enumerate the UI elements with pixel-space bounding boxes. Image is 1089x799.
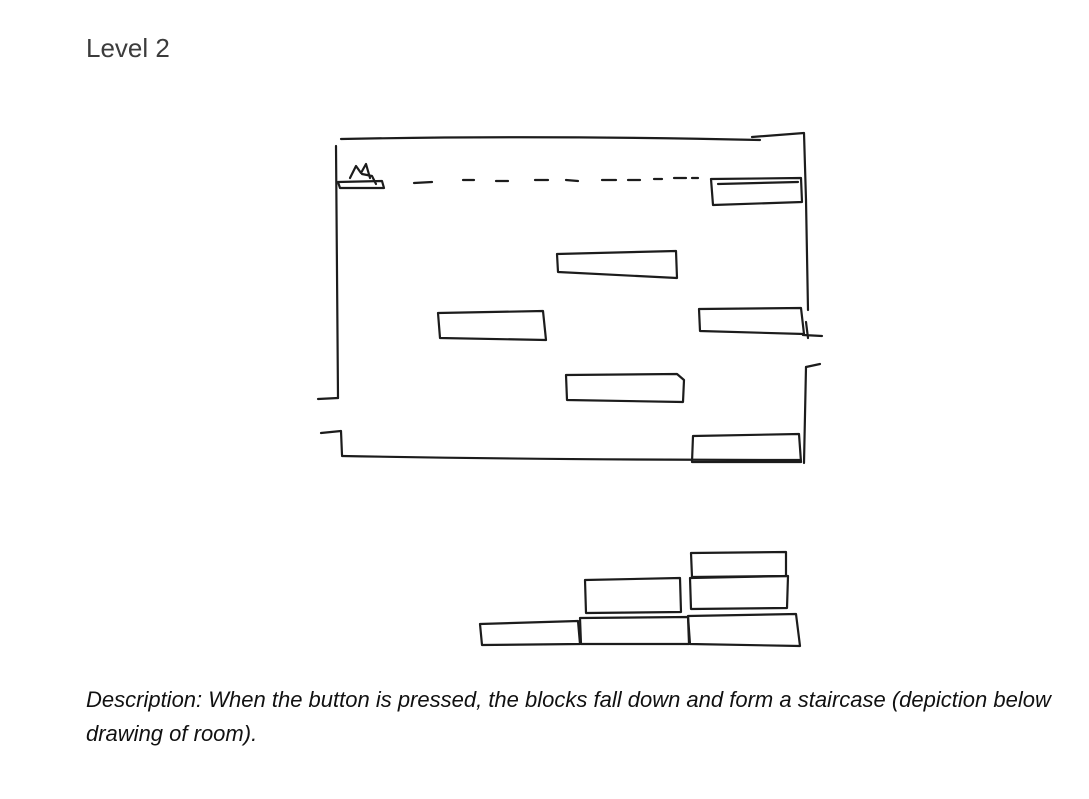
stair-block-2 bbox=[578, 615, 691, 646]
block-left bbox=[436, 309, 548, 342]
level-description: Description: When the button is pressed,… bbox=[86, 687, 1051, 746]
stair-block-1 bbox=[478, 619, 582, 647]
left-wall bbox=[334, 144, 340, 400]
block-middle-top bbox=[555, 249, 679, 280]
left-door-upper bbox=[316, 396, 340, 401]
block-top-right bbox=[709, 176, 804, 207]
level-title: Level 2 bbox=[86, 33, 170, 63]
block-right bbox=[697, 306, 806, 336]
right-wall-upper bbox=[804, 198, 810, 312]
block-center bbox=[564, 372, 686, 404]
block-bottom-right bbox=[690, 432, 803, 464]
right-door-lower bbox=[804, 362, 822, 369]
top-right-corner bbox=[750, 131, 808, 202]
stair-block-5 bbox=[688, 574, 790, 611]
staircase-sketch bbox=[478, 550, 802, 648]
room-sketch bbox=[316, 131, 824, 465]
left-door-lower bbox=[319, 429, 344, 457]
dashed-path bbox=[412, 176, 700, 185]
bottom-wall bbox=[340, 454, 802, 462]
right-wall-lower bbox=[802, 365, 808, 465]
stair-block-4 bbox=[583, 576, 683, 615]
stair-block-6 bbox=[689, 550, 788, 579]
stair-block-3 bbox=[686, 612, 802, 648]
button-player-icon bbox=[336, 162, 386, 190]
top-wall bbox=[339, 136, 762, 142]
